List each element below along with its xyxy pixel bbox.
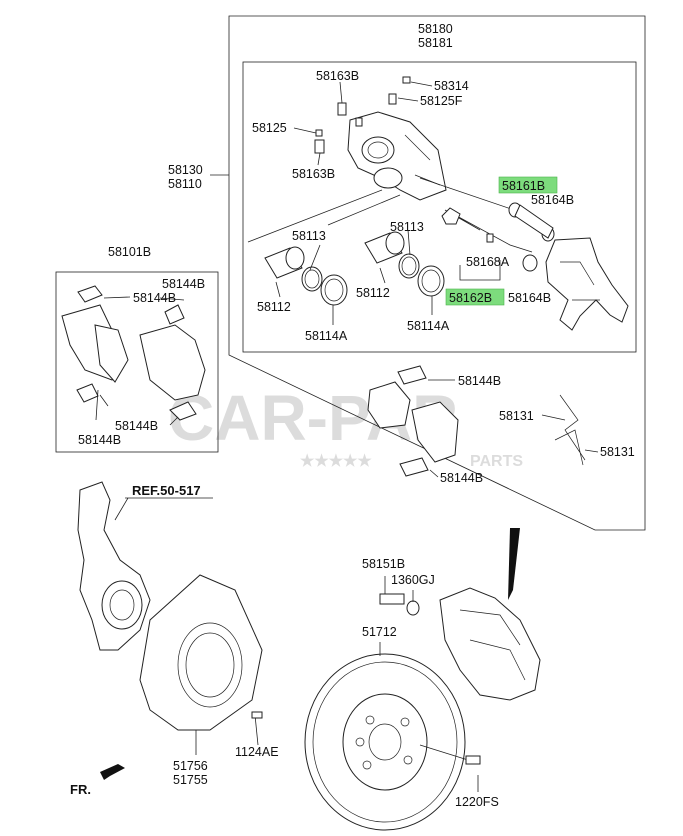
watermark: CAR-PAR ★★★★★ PARTS xyxy=(168,382,523,470)
label-58151B[interactable]: 58151B xyxy=(362,557,405,571)
label-58112-left[interactable]: 58112 xyxy=(257,300,291,314)
label-58110[interactable]: 58110 xyxy=(168,177,202,191)
label-58144B-mid1[interactable]: 58144B xyxy=(458,374,501,388)
brake-disc xyxy=(304,653,466,831)
label-51712[interactable]: 51712 xyxy=(362,625,397,639)
leaders-shield xyxy=(195,714,259,755)
steering-knuckle xyxy=(77,481,151,651)
leaders-caliper-bottom xyxy=(384,576,414,602)
brake-pads-set xyxy=(367,365,459,477)
label-58161B[interactable]: 58161B xyxy=(502,179,545,193)
label-58163B-top[interactable]: 58163B xyxy=(316,69,359,83)
leaders-pad-kit xyxy=(95,296,185,426)
label-58144B-pk3[interactable]: 58144B xyxy=(115,419,158,433)
label-58112-right[interactable]: 58112 xyxy=(356,286,390,300)
shield-bolt xyxy=(251,711,263,719)
label-58162B[interactable]: 58162B xyxy=(449,291,492,305)
guide-pins xyxy=(441,202,555,272)
label-front: FR. xyxy=(70,782,91,797)
leaders-disc xyxy=(379,642,479,792)
leaders-top xyxy=(293,81,433,166)
label-58144B-pk4[interactable]: 58144B xyxy=(78,433,121,447)
label-58130[interactable]: 58130 xyxy=(168,163,203,177)
disc-screw xyxy=(465,755,481,765)
label-1220FS[interactable]: 1220FS xyxy=(455,795,499,809)
label-58114A-right[interactable]: 58114A xyxy=(407,319,450,333)
label-1124AE[interactable]: 1124AE xyxy=(235,745,279,759)
label-58180[interactable]: 58180 xyxy=(418,22,453,36)
piston-seal-set-1 xyxy=(264,246,348,306)
caliper-inner-frame xyxy=(242,61,637,353)
anti-rattle-springs xyxy=(554,394,586,466)
label-58144B-pk1[interactable]: 58144B xyxy=(162,277,205,291)
label-58144B-pk2[interactable]: 58144B xyxy=(133,291,176,305)
label-ref-50-517[interactable]: REF.50-517 xyxy=(132,483,201,498)
leader-ref xyxy=(114,497,213,521)
label-58114A-left[interactable]: 58114A xyxy=(305,329,348,343)
front-arrow-icon xyxy=(100,764,125,780)
label-58125F[interactable]: 58125F xyxy=(420,94,463,108)
label-58144B-mid2[interactable]: 58144B xyxy=(440,471,483,485)
highlight-58162B xyxy=(445,288,505,306)
leaders-pads-mid xyxy=(428,379,455,478)
label-58168A[interactable]: 58168A xyxy=(466,255,510,269)
label-51756[interactable]: 51756 xyxy=(173,759,208,773)
watermark-main: CAR-PAR xyxy=(168,382,458,454)
label-58125[interactable]: 58125 xyxy=(252,121,287,135)
label-58131-bottom[interactable]: 58131 xyxy=(600,445,635,459)
label-58314[interactable]: 58314 xyxy=(434,79,469,93)
piston-seal-set-2 xyxy=(364,231,445,297)
label-58163B-mid[interactable]: 58163B xyxy=(292,167,335,181)
label-58113-left[interactable]: 58113 xyxy=(292,229,326,243)
dust-shield xyxy=(139,574,263,731)
label-58181[interactable]: 58181 xyxy=(418,36,453,50)
watermark-stars: ★★★★★ xyxy=(300,453,372,470)
leaders-pistons xyxy=(275,229,501,325)
pad-kit-frame xyxy=(55,271,219,453)
label-58113-right[interactable]: 58113 xyxy=(390,220,424,234)
caliper-body xyxy=(347,111,447,201)
caliper-bracket xyxy=(545,237,629,331)
leaders-springs xyxy=(541,414,599,453)
watermark-sub: PARTS xyxy=(470,453,523,470)
label-58164B-bottom[interactable]: 58164B xyxy=(508,291,551,305)
label-1360GJ[interactable]: 1360GJ xyxy=(391,573,435,587)
piston-leaders xyxy=(247,189,401,243)
highlight-58161B xyxy=(498,176,558,194)
label-58131-top[interactable]: 58131 xyxy=(499,409,534,423)
label-58101B[interactable]: 58101B xyxy=(108,245,151,259)
caliper-assembly-frame xyxy=(228,15,646,531)
label-51755[interactable]: 51755 xyxy=(173,773,208,787)
label-58164B-top[interactable]: 58164B xyxy=(531,193,574,207)
caliper-assembly xyxy=(379,587,541,701)
pad-kit-parts xyxy=(61,285,206,421)
assembly-pointer xyxy=(508,528,520,600)
